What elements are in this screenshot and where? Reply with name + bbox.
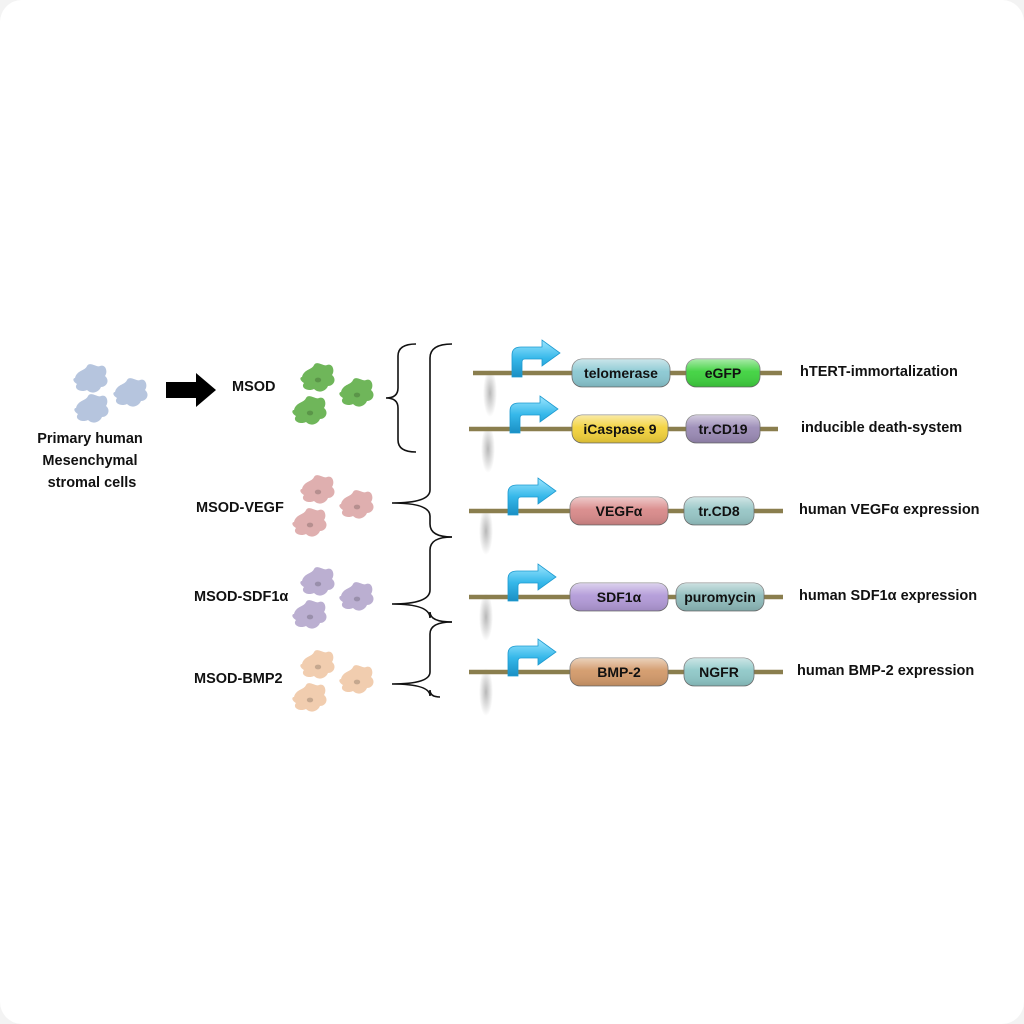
cell-icon <box>300 475 335 504</box>
construct-description: human VEGFα expression <box>799 502 980 518</box>
cell-cluster <box>292 650 374 712</box>
promoter-arrow-icon <box>511 339 561 378</box>
construct-description: hTERT-immortalization <box>800 364 958 380</box>
gene-label: telomerase <box>584 365 658 381</box>
cell-line-clusters <box>292 363 374 712</box>
source-label-line: Mesenchymal <box>42 453 137 469</box>
cell-icon <box>339 490 374 519</box>
source-cells <box>73 364 148 423</box>
cell-icon <box>339 665 374 694</box>
line-label-msod: MSOD <box>232 379 276 395</box>
cell-icon <box>300 363 335 392</box>
construct-description: human BMP-2 expression <box>797 663 974 679</box>
construct: SDF1α puromycin human SDF1α expression <box>469 563 977 641</box>
source-label-line: stromal cells <box>48 475 137 491</box>
bracket-msod-bmp2 <box>391 621 453 698</box>
gene-label: BMP-2 <box>597 664 641 680</box>
shadow <box>479 668 493 716</box>
cell-icon <box>339 582 374 611</box>
marker-label: NGFR <box>699 664 739 680</box>
marker-label: tr.CD8 <box>698 503 739 519</box>
line-label-msod-bmp2: MSOD-BMP2 <box>194 671 283 687</box>
cell-icon <box>73 364 108 393</box>
line-label-msod-vegf: MSOD-VEGF <box>196 500 284 516</box>
promoter-arrow-icon <box>507 477 557 516</box>
cell-cluster <box>292 475 374 537</box>
marker-label: tr.CD19 <box>698 421 747 437</box>
cell-icon <box>300 567 335 596</box>
marker-label: eGFP <box>705 365 742 381</box>
cell-icon <box>292 396 327 425</box>
bracket-msod-sdf1a <box>391 536 453 623</box>
source-label: Primary human Mesenchymal stromal cells <box>37 431 147 491</box>
bracket-msod-vegf <box>391 343 453 538</box>
shadow <box>479 507 493 555</box>
construct-description: human SDF1α expression <box>799 588 977 604</box>
arrow-right-icon <box>166 373 216 407</box>
gene-label: VEGFα <box>596 503 643 519</box>
cell-icon <box>292 600 327 629</box>
construct: telomerase eGFP hTERT-immortalization <box>473 339 958 417</box>
construct-description: inducible death-system <box>801 420 962 436</box>
brackets <box>385 343 453 698</box>
construct: VEGFα tr.CD8 human VEGFα expression <box>469 477 980 555</box>
cell-icon <box>292 683 327 712</box>
cell-icon <box>74 394 109 423</box>
promoter-arrow-icon <box>509 395 559 434</box>
cell-cluster <box>292 567 374 629</box>
shadow <box>483 369 497 417</box>
constructs: telomerase eGFP hTERT-immortalization iCasp… <box>469 339 980 716</box>
shadow <box>481 425 495 473</box>
gene-label: SDF1α <box>597 589 642 605</box>
cell-cluster <box>292 363 374 425</box>
construct: BMP-2 NGFR human BMP-2 expression <box>469 638 974 716</box>
cell-icon <box>339 378 374 407</box>
gene-label: iCaspase 9 <box>583 421 656 437</box>
cell-icon <box>300 650 335 679</box>
source-label-line: Primary human <box>37 431 143 447</box>
promoter-arrow-icon <box>507 638 557 677</box>
shadow <box>479 593 493 641</box>
promoter-arrow-icon <box>507 563 557 602</box>
cell-icon <box>292 508 327 537</box>
bracket-msod <box>385 343 417 453</box>
construct: iCaspase 9 tr.CD19 inducible death-system <box>469 395 962 473</box>
cell-icon <box>113 378 148 407</box>
line-label-msod-sdf1a: MSOD-SDF1α <box>194 589 288 605</box>
marker-label: puromycin <box>684 589 756 605</box>
